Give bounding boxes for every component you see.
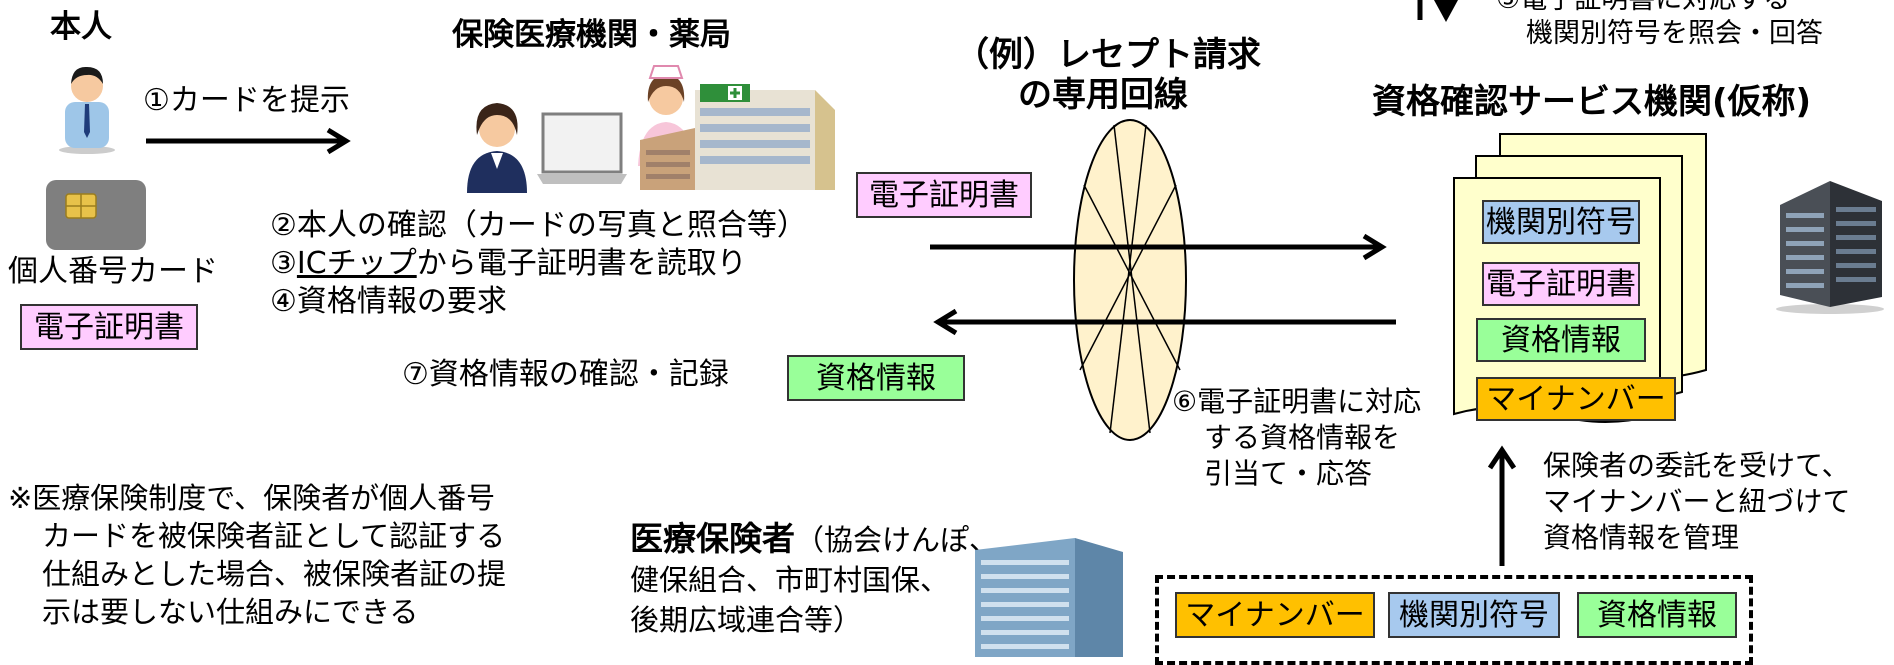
service-heading: 資格確認サービス機関(仮称) — [1372, 82, 1812, 122]
server-building-icon — [1776, 181, 1884, 314]
note-line4: 示は要しない仕組みにできる — [42, 595, 419, 629]
mynumber-tag-service: マイナンバー — [1476, 377, 1676, 421]
line-title-2: の専用回線 — [1018, 75, 1188, 115]
step5-label-line2: 機関別符号を照会・回答 — [1526, 18, 1823, 49]
step7-label: ⑦資格情報の確認・記録 — [402, 357, 729, 392]
cert-tag-hospital: 電子証明書 — [856, 172, 1032, 218]
insurer-heading: 医療保険者 — [630, 519, 795, 558]
office-building-icon — [975, 538, 1123, 657]
insurer-line2: 健保組合、市町村国保、 — [630, 563, 950, 597]
arrow-step1 — [146, 127, 351, 155]
insurer-line3: 後期広域連合等） — [630, 603, 863, 637]
kikan-tag-insurer: 機関別符号 — [1388, 592, 1560, 638]
note-line2: カードを被保険者証として認証する — [42, 519, 506, 553]
step6-line2: する資格情報を — [1204, 421, 1401, 454]
dedicated-line-ellipse — [1073, 119, 1187, 441]
note-line1: ※医療保険制度で、保険者が個人番号 — [8, 481, 496, 515]
hospital-building-icon — [640, 84, 835, 190]
laptop-icon — [537, 112, 627, 184]
step6-line3: 引当て・応答 — [1204, 457, 1373, 490]
honnin-heading: 本人 — [50, 9, 112, 45]
shikaku-tag-hospital: 資格情報 — [787, 355, 965, 401]
step3-suffix: から電子証明書を読取り — [416, 246, 747, 281]
arrow-request — [930, 233, 1387, 261]
mynumber-tag-insurer: マイナンバー — [1175, 592, 1375, 638]
card-name-label: 個人番号カード — [8, 254, 218, 289]
commission-line3: 資格情報を管理 — [1543, 521, 1740, 554]
step3-prefix: ③ — [270, 246, 297, 281]
arrow-up-commission — [1487, 445, 1517, 566]
line-title-1: （例）レセプト請求 — [955, 35, 1261, 75]
person-icon — [59, 66, 115, 154]
step4-label: ④資格情報の要求 — [270, 284, 507, 319]
hospital-heading: 保険医療機関・薬局 — [452, 17, 731, 53]
step2-label: ②本人の確認（カードの写真と照合等） — [270, 208, 807, 243]
arrow-response — [933, 308, 1396, 336]
step3-label: ③ICチップから電子証明書を読取り — [270, 249, 747, 279]
shikaku-tag-service: 資格情報 — [1476, 318, 1646, 362]
step6-line1: ⑥電子証明書に対応 — [1172, 385, 1422, 418]
commission-line1: 保険者の委託を受けて、 — [1543, 449, 1850, 482]
insurer-line1: 医療保険者（協会けんぽ、 — [630, 522, 998, 555]
cert-tag-service: 電子証明書 — [1482, 262, 1640, 306]
step5-label-line1: ⑤電子証明書に対応する — [1496, 0, 1790, 13]
shikaku-tag-insurer: 資格情報 — [1577, 592, 1737, 638]
kikan-tag-service: 機関別符号 — [1482, 200, 1640, 244]
down-arrow-step5 — [1417, 0, 1458, 22]
insurer-examples-1: （協会けんぽ、 — [795, 523, 999, 557]
cert-tag-card: 電子証明書 — [20, 304, 198, 350]
step1-label: ①カードを提示 — [143, 83, 350, 118]
receptionist-icon — [467, 103, 527, 193]
note-line3: 仕組みとした場合、被保険者証の提 — [42, 557, 507, 591]
ic-card-icon — [46, 180, 146, 250]
commission-line2: マイナンバーと紐づけて — [1543, 485, 1851, 518]
step3-ic-chip: ICチップ — [296, 246, 417, 281]
